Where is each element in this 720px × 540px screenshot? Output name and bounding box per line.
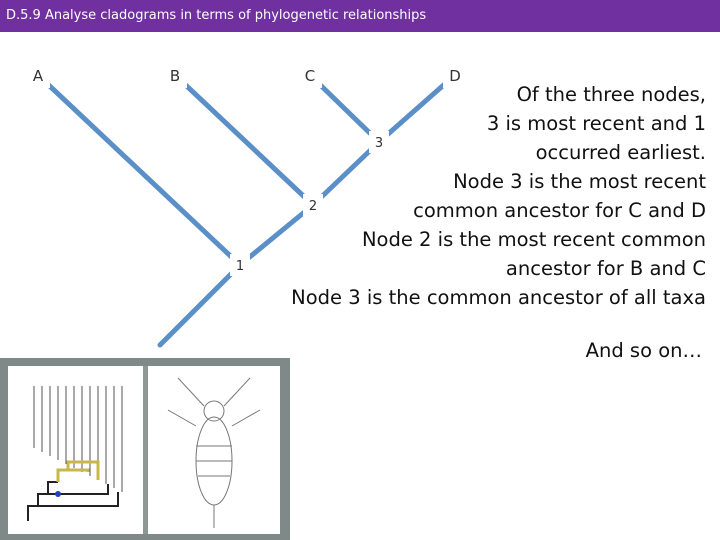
and-so-on-text: And so on…: [585, 339, 702, 362]
node-1-box: [230, 254, 250, 276]
branch-d: [376, 72, 458, 145]
explanation-line: Node 3 is the most recent: [453, 170, 706, 193]
thumb-arthropod: [167, 377, 261, 528]
node-1-label: 1: [236, 259, 244, 274]
thumbnail-illustration: [8, 366, 280, 534]
thumbnail-image: [0, 358, 290, 540]
taxon-d-label: D: [449, 67, 461, 85]
branch-node2-node3: [310, 139, 382, 208]
explanation-line: occurred earliest.: [535, 141, 706, 164]
branch-node1-node2: [237, 202, 316, 268]
node-2-label: 2: [309, 199, 317, 214]
explanation-line: ancestor for B and C: [505, 257, 706, 280]
thumb-cladogram: [27, 481, 119, 521]
taxon-b-label: B: [170, 67, 180, 85]
taxon-a-box: [26, 62, 50, 88]
explanation-line: Node 3 is the common ancestor of all tax…: [291, 286, 706, 309]
taxon-d-box: [443, 62, 467, 88]
taxon-a-label: A: [33, 67, 44, 85]
thumb-highlight: [56, 460, 100, 482]
node-3-box: [369, 131, 389, 153]
explanation-line: Node 2 is the most recent common: [361, 228, 706, 251]
thumbnail-frame: [8, 366, 280, 534]
taxon-b-box: [163, 62, 187, 88]
taxon-c-box: [298, 62, 322, 88]
taxon-c-label: C: [305, 67, 315, 85]
explanation-line: 3 is most recent and 1: [486, 112, 706, 135]
thumb-node-marker: [55, 491, 61, 497]
explanation-text: Of the three nodes, 3 is most recent and…: [246, 80, 706, 312]
branch-b: [172, 72, 316, 208]
branch-root: [157, 262, 243, 348]
explanation-line: Of the three nodes,: [516, 83, 706, 106]
branch-a: [35, 72, 243, 268]
node-2-box: [303, 194, 323, 216]
node-3-label: 3: [375, 136, 383, 151]
slide-title: D.5.9 Analyse cladograms in terms of phy…: [0, 0, 720, 32]
explanation-line: common ancestor for C and D: [413, 199, 706, 222]
